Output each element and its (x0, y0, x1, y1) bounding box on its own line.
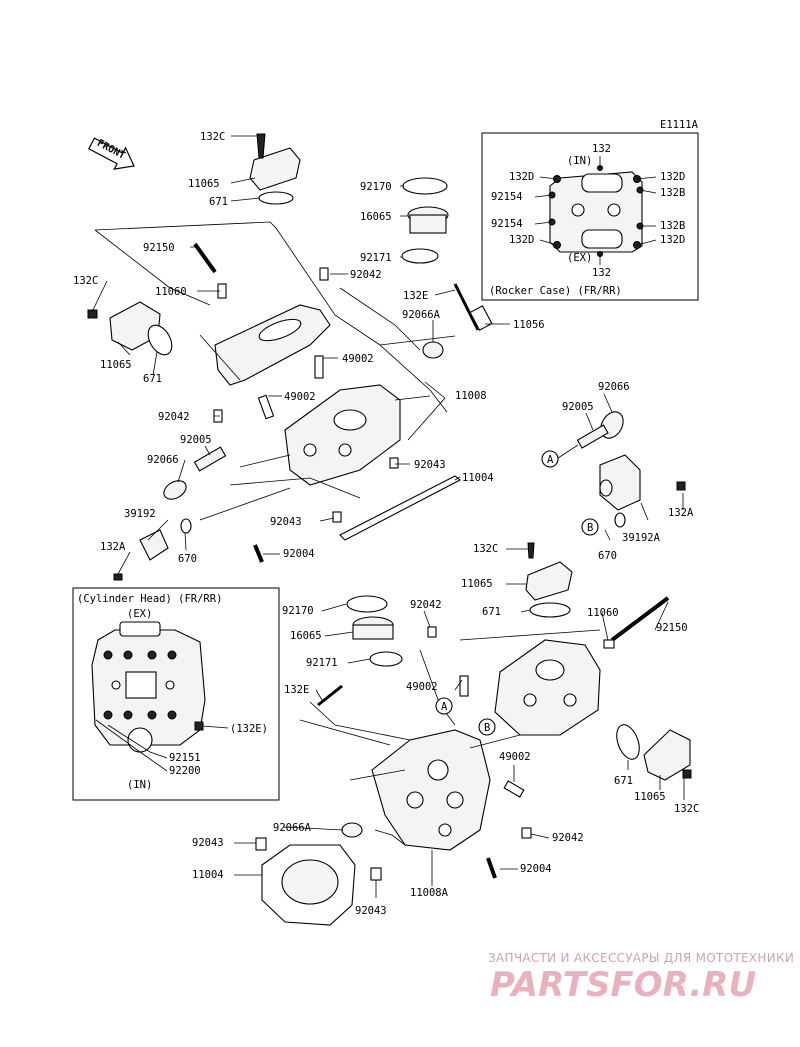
label-132e-top: 132E (403, 290, 428, 302)
rocker-inset-bottom-label: (EX) (567, 252, 592, 264)
label-671-left: 671 (143, 373, 162, 385)
watermark-logo: PARTSFOR.RU (490, 965, 756, 1005)
upper-assembly: 132C 11065 671 92170 16065 92171 92042 9… (73, 131, 694, 581)
label-132e-lower: 132E (284, 684, 309, 696)
label-11008a: 11008A (410, 887, 449, 899)
diagram-code: E1111A (660, 119, 699, 131)
label-92171-top: 92171 (360, 252, 392, 264)
rocker-label-132d-bl: 132D (509, 234, 534, 246)
rocker-label-92154-b: 92154 (491, 218, 523, 230)
label-11065-top: 11065 (188, 178, 220, 190)
rocker-label-132d-tr: 132D (660, 171, 685, 183)
label-49002-lower-a: 49002 (406, 681, 438, 693)
rocker-label-132-top: 132 (592, 143, 611, 155)
label-92150-top: 92150 (143, 242, 175, 254)
rocker-label-92154-a: 92154 (491, 191, 523, 203)
callout-a-upper: A (547, 454, 554, 466)
label-92170-top: 92170 (360, 181, 392, 193)
label-92066-right: 92066 (598, 381, 630, 393)
head-inset-label-132e: (132E) (230, 723, 268, 735)
label-49002-b: 49002 (284, 391, 316, 403)
label-49002-lower-b: 49002 (499, 751, 531, 763)
label-92043-lower-left: 92043 (192, 837, 224, 849)
label-92004-lower: 92004 (520, 863, 552, 875)
head-inset-bottom-label: (IN) (127, 779, 152, 791)
label-11056: 11056 (513, 319, 545, 331)
label-132a-right: 132A (668, 507, 694, 519)
label-670-right: 670 (598, 550, 617, 562)
label-671-top: 671 (209, 196, 228, 208)
front-arrow-icon (88, 137, 135, 170)
rocker-label-132d-br: 132D (660, 234, 685, 246)
label-92042-top: 92042 (350, 269, 382, 281)
label-16065-top: 16065 (360, 211, 392, 223)
watermark-tagline: ЗАПЧАСТИ И АКСЕССУАРЫ ДЛЯ МОТОТЕХНИКИ (488, 951, 794, 965)
lower-assembly: 132C 11065 671 11060 92150 92170 16065 9… (192, 542, 699, 926)
label-670-left: 670 (178, 553, 197, 565)
callout-b-lower: B (484, 722, 490, 734)
label-92005-right: 92005 (562, 401, 594, 413)
label-92042-lower-right: 92042 (552, 832, 584, 844)
head-inset-caption: (Cylinder Head) (FR/RR) (77, 593, 222, 605)
label-92066a-top: 92066A (402, 309, 441, 321)
label-671-lower-top: 671 (482, 606, 501, 618)
label-11065-lower-right: 11065 (634, 791, 666, 803)
label-132c-top: 132C (200, 131, 225, 143)
label-132c-lower-top: 132C (473, 543, 498, 555)
label-11060-top: 11060 (155, 286, 187, 298)
label-11004-lower: 11004 (192, 869, 224, 881)
rocker-label-132b-br: 132B (660, 220, 685, 232)
rocker-inset-caption: (Rocker Case) (FR/RR) (489, 285, 622, 297)
label-92066a-lower: 92066A (273, 822, 312, 834)
label-11008: 11008 (455, 390, 487, 402)
label-92005-left: 92005 (180, 434, 212, 446)
label-11004-upper: 11004 (462, 472, 494, 484)
cylinder-head-inset: (Cylinder Head) (FR/RR) (EX) (IN) (132E)… (72, 587, 280, 801)
label-132a-left: 132A (100, 541, 126, 553)
rocker-inset-top-label: (IN) (567, 155, 592, 167)
label-11065-left: 11065 (100, 359, 132, 371)
label-92150-lower: 92150 (656, 622, 688, 634)
head-inset-label-92200: 92200 (169, 765, 201, 777)
label-671-lower-right: 671 (614, 775, 633, 787)
label-11060-lower: 11060 (587, 607, 619, 619)
head-inset-top-label: (EX) (127, 608, 152, 620)
label-16065-lower: 16065 (290, 630, 322, 642)
rocker-label-132d-tl: 132D (509, 171, 534, 183)
label-92042-mid: 92042 (158, 411, 190, 423)
label-49002-a: 49002 (342, 353, 374, 365)
rocker-case-inset: (IN) (EX) (Rocker Case) (FR/RR) 132 132D… (481, 132, 699, 301)
label-39192: 39192 (124, 508, 156, 520)
label-92043-upper-right: 92043 (414, 459, 446, 471)
label-92043-upper-left: 92043 (270, 516, 302, 528)
callout-a-lower: A (441, 701, 448, 713)
label-132c-left: 132C (73, 275, 98, 287)
label-92004-upper: 92004 (283, 548, 315, 560)
label-132c-lower-right: 132C (674, 803, 699, 815)
label-92042-lower-top: 92042 (410, 599, 442, 611)
rocker-label-132b-tr: 132B (660, 187, 685, 199)
label-92170-lower: 92170 (282, 605, 314, 617)
rocker-label-132-bottom: 132 (592, 267, 611, 279)
label-92066-left: 92066 (147, 454, 179, 466)
label-39192a: 39192A (622, 532, 661, 544)
label-92043-lower-bottom: 92043 (355, 905, 387, 917)
head-inset-label-92151: 92151 (169, 752, 201, 764)
label-92171-lower: 92171 (306, 657, 338, 669)
label-11065-lower-top: 11065 (461, 578, 493, 590)
callout-b-upper: B (587, 522, 593, 534)
